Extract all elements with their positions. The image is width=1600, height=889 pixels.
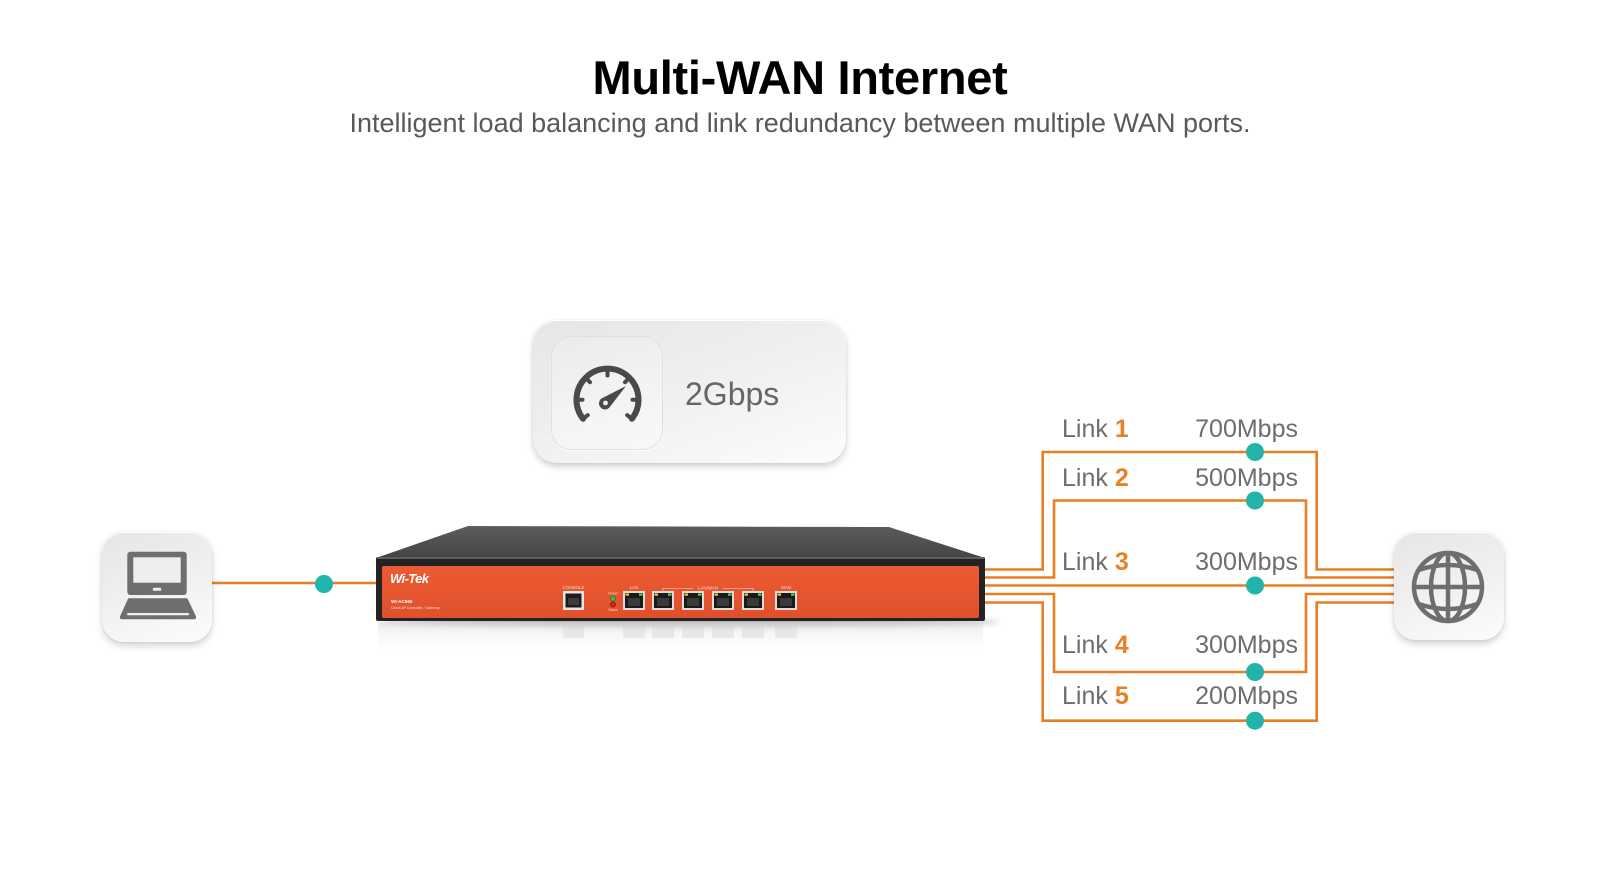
device-description: Cloud AP Controller / Gateway	[391, 606, 440, 610]
device-top-cover	[376, 526, 985, 558]
client-link-node	[315, 575, 333, 593]
wan-link-line-2	[984, 499, 1396, 579]
device-reflection-ports	[563, 626, 797, 638]
lan-port	[623, 591, 645, 610]
throughput-card: 2Gbps	[533, 320, 846, 463]
page-title: Multi-WAN Internet	[592, 51, 1008, 104]
client-card	[102, 532, 212, 642]
device-model: WI-AC560	[391, 599, 413, 604]
link-number: 5	[1114, 682, 1129, 710]
lan-wan-port-label: LAN/WAN	[698, 586, 718, 591]
link-label-text: Link	[1062, 682, 1108, 710]
wan-port	[775, 591, 797, 610]
device-brand-logo: Wi-Tek	[390, 571, 430, 586]
speedometer-icon-box	[551, 336, 663, 450]
internet-card	[1394, 532, 1504, 640]
power-led	[610, 595, 616, 602]
throughput-value: 2Gbps	[685, 376, 780, 412]
link-number: 4	[1114, 631, 1129, 659]
console-port	[563, 591, 584, 610]
link-speed-5: 200Mbps	[1195, 682, 1298, 710]
link-speed-3: 300Mbps	[1195, 548, 1298, 576]
speedometer-icon	[573, 365, 642, 422]
link-number: 1	[1114, 415, 1129, 443]
lan-port-label: LAN	[630, 585, 639, 590]
page-subtitle: Intelligent load balancing and link redu…	[349, 108, 1251, 138]
link-label-text: Link	[1062, 631, 1108, 659]
wan-link-node-2	[1246, 491, 1264, 510]
link-label-1: Link 1	[1062, 417, 1129, 442]
globe-icon	[1411, 550, 1485, 624]
power-led-label: Power	[608, 592, 618, 596]
wan-link-node-4	[1246, 663, 1264, 681]
link-label-text: Link	[1062, 548, 1108, 576]
wan-link-node-3	[1246, 576, 1264, 595]
wan-link-line-4	[984, 592, 1396, 674]
link-label-5: Link 5	[1062, 684, 1129, 709]
link-label-2: Link 2	[1062, 466, 1129, 491]
wan-link-line-1	[984, 450, 1396, 571]
wan-link-node-5	[1246, 711, 1264, 730]
status-led	[610, 601, 616, 608]
load-balancer-device: Wi-Tek WI-AC560 Cloud AP Controller / Ga…	[376, 526, 1000, 658]
lan-wan-port-3	[712, 591, 734, 610]
link-number: 2	[1114, 464, 1129, 492]
wan-link-node-1	[1246, 443, 1264, 461]
console-port-label: CONSOLE	[562, 585, 584, 590]
link-label-4: Link 4	[1062, 633, 1129, 658]
link-label-3: Link 3	[1062, 550, 1129, 575]
lan-wan-port-4	[742, 591, 764, 610]
link-speed-4: 300Mbps	[1195, 631, 1298, 659]
lan-wan-port-2	[682, 591, 704, 610]
wan-link-line-5	[984, 601, 1396, 722]
lan-wan-bracket	[662, 587, 754, 592]
status-led-label: Status	[608, 608, 618, 612]
lan-wan-port-1	[652, 591, 674, 610]
device-front-panel	[382, 566, 979, 618]
wan-port-label: WAN	[781, 585, 791, 590]
link-label-text: Link	[1062, 464, 1108, 492]
device-reflection	[378, 622, 983, 658]
speedometer-needle	[599, 386, 626, 410]
link-speed-1: 700Mbps	[1195, 415, 1298, 443]
link-speed-2: 500Mbps	[1195, 464, 1298, 492]
link-label-text: Link	[1062, 415, 1108, 443]
laptop-icon	[119, 551, 197, 620]
link-number: 3	[1114, 548, 1129, 576]
